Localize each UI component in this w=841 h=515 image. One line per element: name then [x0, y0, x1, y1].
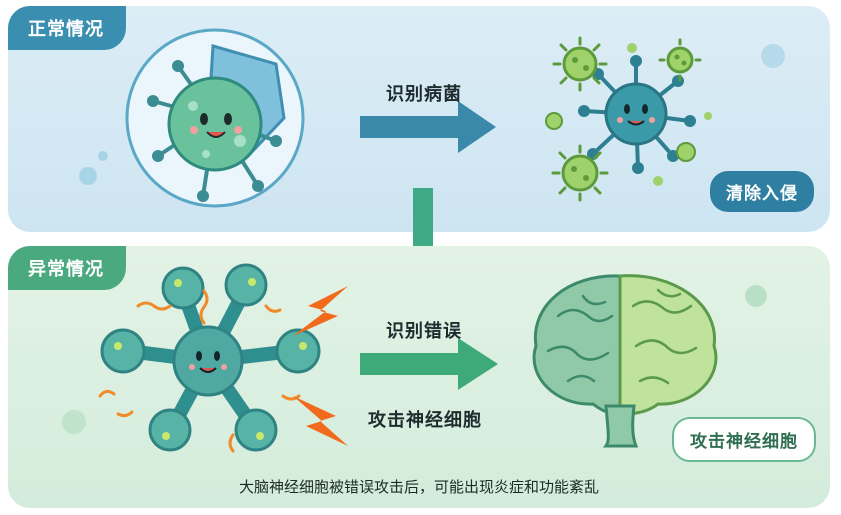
bottom-caption: 大脑神经细胞被错误攻击后，可能出现炎症和功能紊乱	[238, 478, 599, 496]
abnormal-illustration	[62, 263, 767, 453]
bubble-icon	[761, 44, 785, 68]
arrow-right-icon	[360, 338, 498, 390]
normal-tag: 正常情况	[8, 6, 126, 50]
virus-icon	[578, 55, 696, 174]
abnormal-tag: 异常情况	[8, 246, 126, 290]
abnormal-action-label: 识别错误	[386, 321, 462, 342]
virus-cluster	[545, 36, 712, 202]
virus-icon	[658, 38, 702, 82]
neuron-icon	[98, 263, 321, 453]
arrow-right-icon	[360, 101, 496, 153]
virus-icon	[552, 36, 608, 92]
virus-icon	[545, 112, 696, 162]
abnormal-attack-label: 攻击神经细胞	[368, 410, 482, 431]
bubble-icon	[653, 176, 663, 186]
normal-panel: 正常情况	[8, 6, 830, 232]
lightning-icon	[293, 396, 348, 446]
bubble-icon	[704, 112, 712, 120]
bubble-icon	[62, 410, 86, 434]
immune-cell-icon	[125, 28, 305, 208]
brain-icon	[532, 274, 718, 448]
virus-icon	[551, 144, 609, 202]
bubble-icon	[98, 151, 108, 161]
normal-result-pill: 清除入侵	[710, 171, 814, 212]
abnormal-panel: 异常情况	[8, 246, 830, 508]
normal-action-label: 识别病菌	[386, 84, 462, 105]
bubble-icon	[627, 43, 637, 53]
bubble-icon	[745, 285, 767, 307]
bubble-icon	[79, 167, 97, 185]
lightning-icon	[293, 286, 348, 336]
normal-illustration	[79, 28, 785, 208]
abnormal-result-pill: 攻击神经细胞	[672, 417, 816, 462]
